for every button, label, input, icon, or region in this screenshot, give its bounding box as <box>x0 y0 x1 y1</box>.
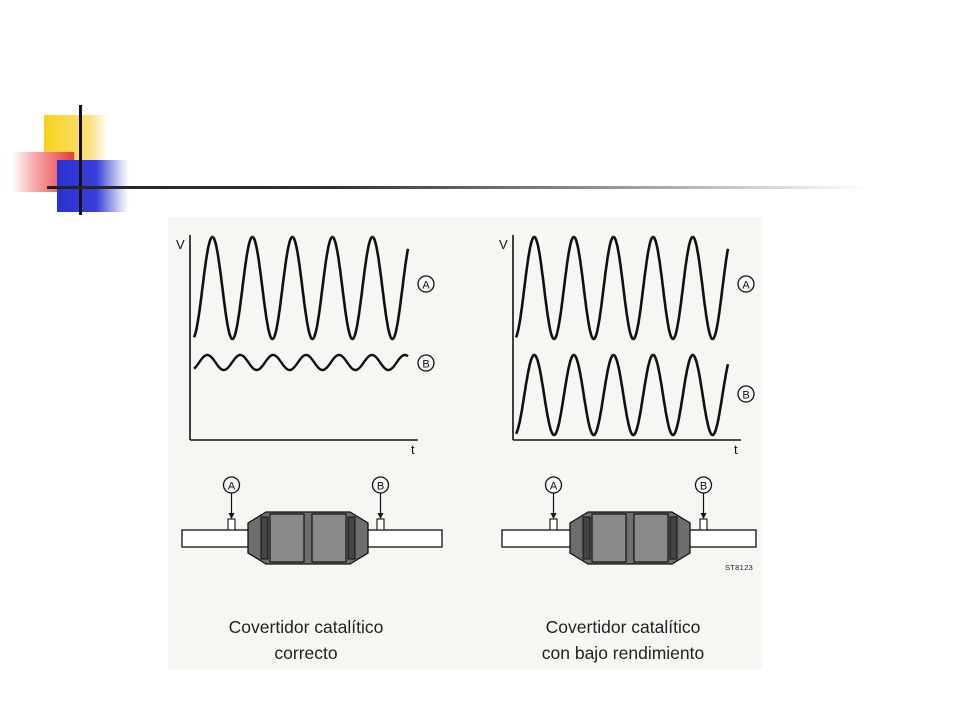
sensor-a-marker-circle <box>222 476 241 494</box>
signal-a-marker: A <box>422 280 430 292</box>
sensor-a-probe <box>227 518 236 531</box>
sensor-a-arrowhead <box>550 513 557 519</box>
sensor-a-marker: A <box>228 481 236 493</box>
signal-a-wave <box>514 235 730 341</box>
catalytic-converter-drawing: A B <box>181 476 443 565</box>
sensor-a-marker-circle <box>544 476 563 494</box>
caption-line: Covertidor catalítico <box>228 617 384 637</box>
sensor-b-probe <box>376 518 385 531</box>
converter-brick <box>269 513 305 563</box>
signal-a-marker: A <box>742 280 750 292</box>
sensor-b-marker: B <box>700 481 707 493</box>
signal-b-marker: B <box>422 359 429 371</box>
signal-b-marker-circle <box>737 385 755 403</box>
caption-line: correcto <box>274 643 338 663</box>
panel-low-performance: V t A B <box>499 235 757 565</box>
sensor-b-marker: B <box>377 481 384 493</box>
caption-low-performance: Covertidor catalítico con bajo rendimien… <box>493 614 753 666</box>
signal-b-wave <box>514 353 730 437</box>
vertical-divider <box>79 105 82 215</box>
sensor-b-arrowhead <box>700 513 707 519</box>
converter-brick <box>311 513 347 563</box>
catalytic-converter-figure: V t A B <box>168 217 762 669</box>
panel-correct: V t A B <box>176 235 443 565</box>
converter-flange <box>669 516 678 560</box>
signal-b-marker-circle <box>417 354 435 372</box>
signal-b-marker: B <box>742 390 749 402</box>
sensor-b-marker-circle <box>371 476 390 494</box>
horizontal-divider <box>47 186 867 189</box>
caption-line: Covertidor catalítico <box>545 617 701 637</box>
sensor-b-arrowhead <box>377 513 384 519</box>
sensor-b-marker-circle <box>694 476 713 494</box>
sensor-b-probe <box>699 518 708 531</box>
signal-b-wave <box>193 353 409 372</box>
converter-flange <box>347 516 356 560</box>
signal-a-marker-circle <box>737 275 755 293</box>
sensor-a-marker: A <box>550 481 558 493</box>
signal-a-wave <box>192 235 410 341</box>
converter-flange <box>582 516 591 560</box>
caption-line: con bajo rendimiento <box>541 643 705 663</box>
x-axis-label: t <box>734 442 738 457</box>
x-axis-label: t <box>411 442 415 457</box>
caption-correct: Covertidor catalítico correcto <box>176 614 436 666</box>
figure-code: ST8123 <box>725 563 754 572</box>
y-axis-label: V <box>499 237 508 252</box>
converter-brick <box>591 513 627 563</box>
sensor-a-probe <box>549 518 558 531</box>
converter-brick <box>633 513 669 563</box>
oscilloscope-diagram: V t A B <box>176 235 757 565</box>
converter-flange <box>260 516 269 560</box>
signal-a-marker-circle <box>417 275 435 293</box>
catalytic-converter-drawing: A B <box>501 476 757 565</box>
y-axis-label: V <box>176 237 185 252</box>
sensor-a-arrowhead <box>228 513 235 519</box>
